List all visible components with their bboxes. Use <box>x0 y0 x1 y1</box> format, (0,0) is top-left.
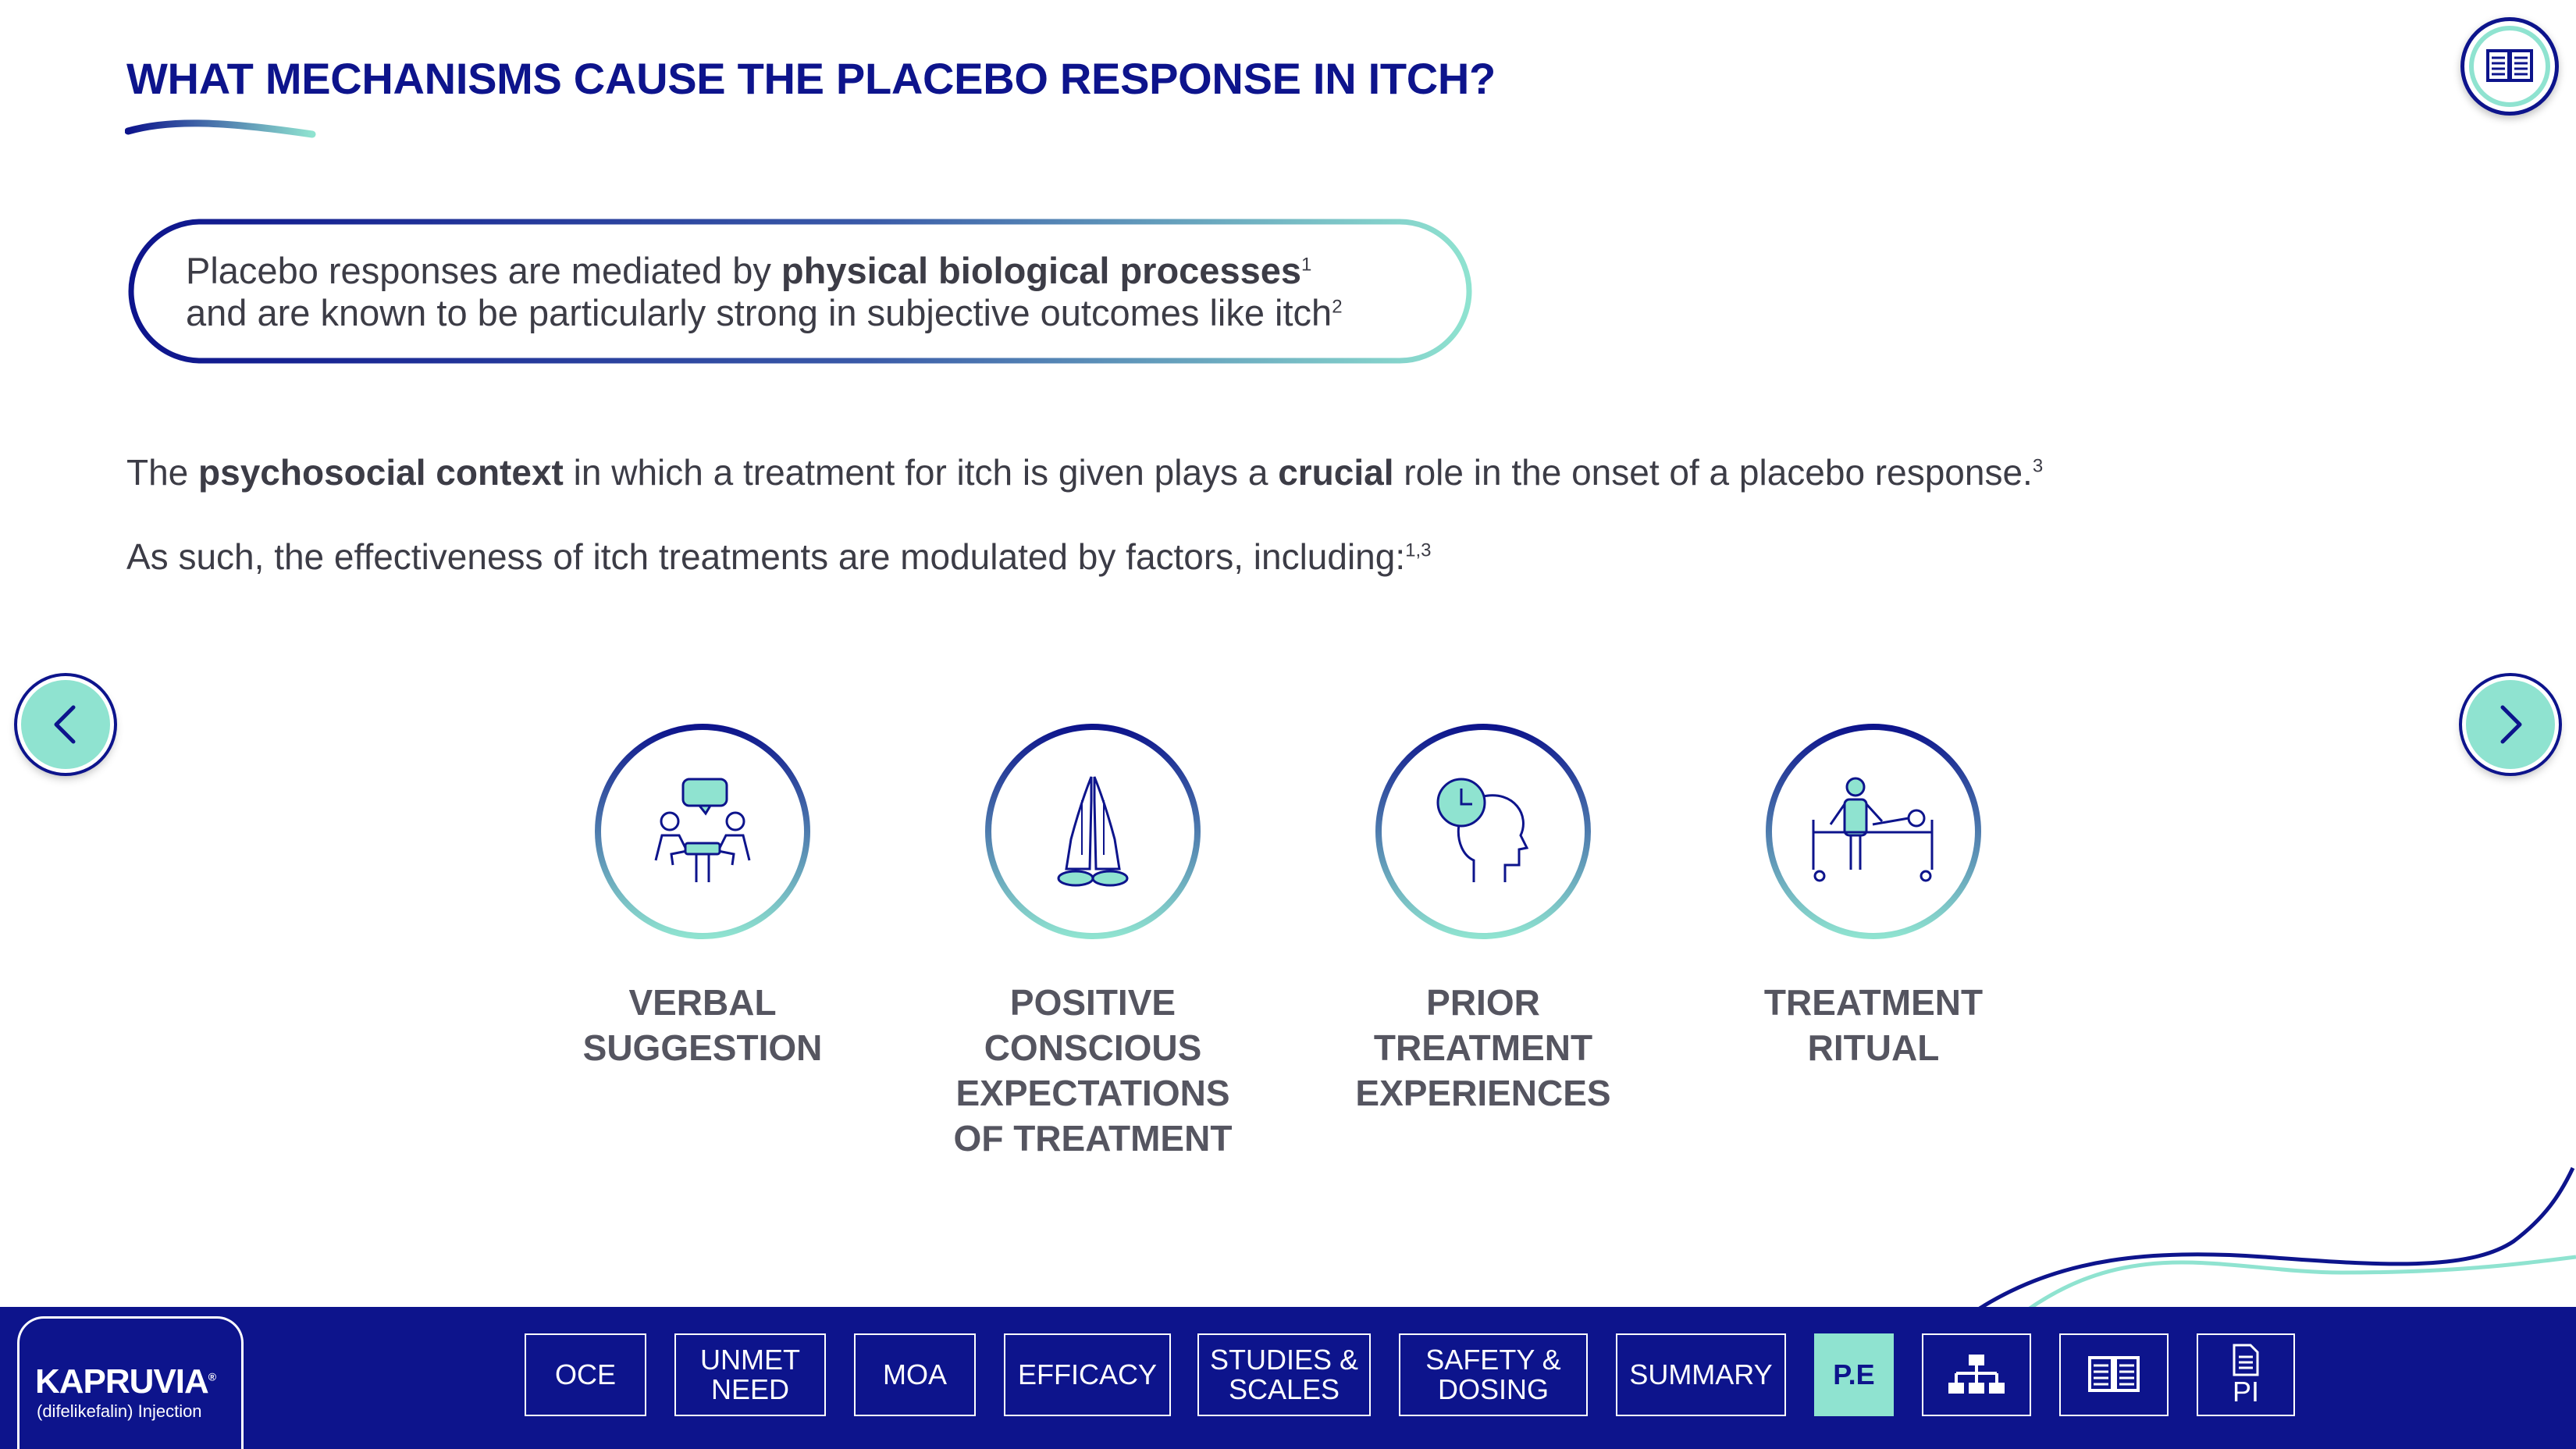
nav-button-sitemap[interactable] <box>1922 1333 2031 1416</box>
conversation-icon <box>654 778 751 882</box>
doctor-patient-icon <box>1812 777 1934 882</box>
factor-label: PRIOR TREATMENT EXPERIENCES <box>1355 982 1611 1113</box>
previous-slide-button[interactable] <box>17 676 114 773</box>
open-book-icon <box>2486 49 2533 82</box>
sitemap-icon <box>1948 1355 2005 1394</box>
factor-label: TREATMENT RITUAL <box>1763 982 1984 1068</box>
nav-button-safety-dosing[interactable]: SAFETY & DOSING <box>1399 1333 1588 1416</box>
nav-button-pi[interactable]: PI <box>2197 1333 2295 1416</box>
praying-hands-icon <box>1057 776 1129 887</box>
nav-button-pi-label: PI <box>2232 1376 2259 1408</box>
callout-text: Placebo responses are mediated by physic… <box>186 250 1343 333</box>
title-underline-swoosh <box>125 119 316 138</box>
document-icon <box>2233 1344 2259 1376</box>
nav-button-unmet-need[interactable]: UNMET NEED <box>674 1333 826 1416</box>
nav-button-studies-scales[interactable]: STUDIES & SCALES <box>1197 1333 1371 1416</box>
factor-treatment-ritual: TREATMENT RITUAL <box>1717 722 2030 1070</box>
brand-subtitle: (difelikefalin) Injection <box>37 1401 202 1421</box>
nav-button-oce[interactable]: OCE <box>525 1333 646 1416</box>
nav-button-pe[interactable]: P.E <box>1814 1333 1894 1416</box>
open-book-icon <box>2088 1356 2140 1392</box>
key-message-callout: Placebo responses are mediated by physic… <box>128 219 1472 364</box>
chevron-right-icon <box>2500 705 2522 744</box>
next-slide-button[interactable] <box>2462 676 2559 773</box>
nav-button-summary[interactable]: SUMMARY <box>1616 1333 1786 1416</box>
references-button[interactable] <box>2460 17 2559 116</box>
brand-logo[interactable]: KAPRUVIA® (difelikefalin) Injection <box>17 1316 244 1449</box>
factor-label: VERBAL SUGGESTION <box>582 982 823 1068</box>
context-paragraph: The psychosocial context in which a trea… <box>126 452 2044 493</box>
factor-verbal-suggestion: VERBAL SUGGESTION <box>546 722 859 1070</box>
factors-intro-paragraph: As such, the effectiveness of itch treat… <box>126 536 1432 577</box>
factor-prior-treatment-experiences: PRIOR TREATMENT EXPERIENCES <box>1327 722 1639 1116</box>
factor-label: POSITIVE CONSCIOUS EXPECTATIONS OF TREAT… <box>953 982 1233 1159</box>
head-clock-icon <box>1436 778 1529 882</box>
nav-button-references[interactable] <box>2059 1333 2169 1416</box>
nav-button-moa[interactable]: MOA <box>854 1333 976 1416</box>
nav-button-efficacy[interactable]: EFFICACY <box>1004 1333 1171 1416</box>
footer-nav-bar <box>0 1307 2576 1449</box>
page-title: WHAT MECHANISMS CAUSE THE PLACEBO RESPON… <box>126 54 1496 103</box>
decorative-wave <box>1978 1166 2576 1311</box>
chevron-left-icon <box>54 705 76 744</box>
brand-name: KAPRUVIA® <box>35 1362 216 1401</box>
factor-positive-expectations: POSITIVE CONSCIOUS EXPECTATIONS OF TREAT… <box>937 722 1249 1161</box>
